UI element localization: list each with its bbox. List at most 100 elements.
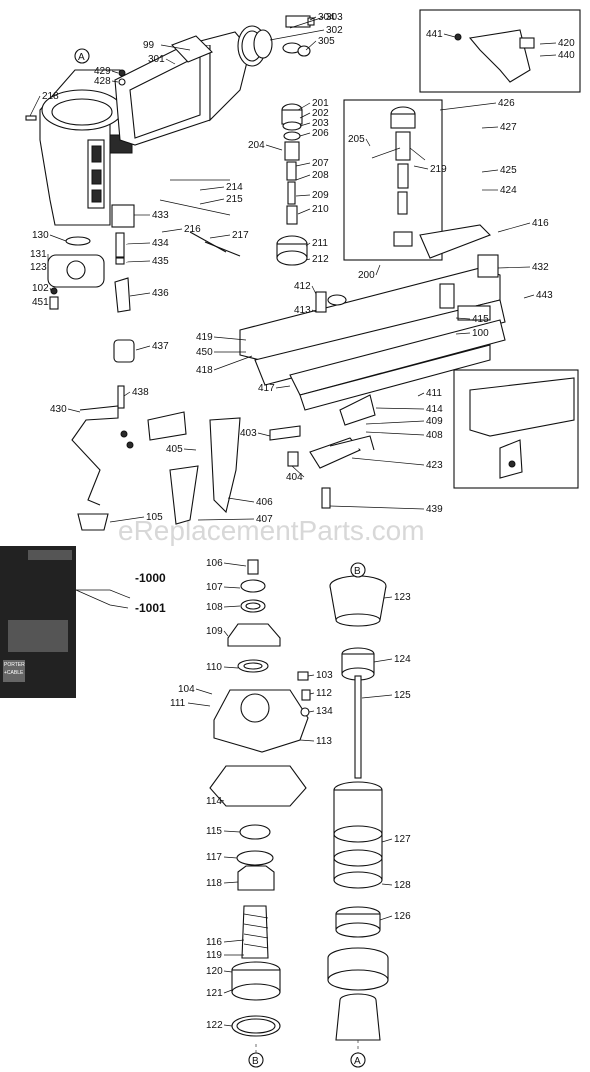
bracket-detail-box	[419, 9, 581, 93]
leader-line	[223, 562, 247, 567]
leader-line	[295, 174, 311, 181]
part-number-438: 438	[132, 387, 149, 398]
part-number-424: 424	[500, 185, 517, 196]
part-number-407: 407	[256, 514, 273, 525]
leader-line	[123, 391, 131, 397]
leader-line	[67, 408, 81, 413]
part-number-432: 432	[532, 262, 549, 273]
part-number-430: 430	[50, 404, 67, 415]
part-number-206: 206	[312, 128, 329, 139]
part-number-108: 108	[206, 602, 223, 613]
leader-line	[381, 883, 393, 886]
leader-line	[305, 258, 311, 261]
callout-b-top: B	[350, 562, 366, 578]
magazine-rail	[239, 224, 506, 426]
part-number-412: 412	[294, 281, 311, 292]
leader-line	[165, 58, 176, 65]
leader-line	[111, 80, 119, 83]
leader-line	[417, 392, 425, 397]
leader-line	[223, 630, 229, 637]
part-number-110: 110	[206, 662, 222, 673]
part-number-304: 304	[318, 12, 335, 23]
leader-line	[291, 465, 305, 478]
handle-grip	[114, 31, 251, 146]
part-number-125: 125	[394, 690, 411, 701]
part-number-119: 119	[206, 950, 222, 961]
part-number-450: 450	[196, 347, 213, 358]
part-number-118: 118	[206, 878, 222, 889]
part-number-219: 219	[430, 164, 447, 175]
leader-line	[299, 132, 311, 137]
part-number-116: 116	[206, 937, 222, 948]
leader-line	[223, 856, 238, 859]
part-number-105: 105	[146, 512, 163, 523]
leader-line	[129, 292, 151, 297]
leader-line	[365, 138, 371, 147]
leader-line	[481, 169, 499, 173]
leader-line	[199, 186, 225, 191]
callout-b-bottom: B	[248, 1052, 264, 1068]
leader-line	[373, 658, 393, 663]
svg-text:B: B	[354, 566, 361, 577]
leader-line	[223, 666, 239, 669]
leader-line	[297, 208, 311, 215]
part-number-107: 107	[206, 582, 223, 593]
leader-line	[295, 194, 311, 197]
leader-line	[223, 970, 233, 973]
leader-line	[299, 739, 315, 742]
part-number-120: 120	[206, 966, 223, 977]
part-number-416: 416	[532, 218, 549, 229]
leader-line	[197, 518, 255, 521]
leader-line	[309, 16, 317, 21]
leader-line	[299, 122, 311, 127]
part-number-418: 418	[196, 365, 213, 376]
leader-line	[365, 420, 425, 425]
part-number-109: 109	[206, 626, 223, 637]
svg-text:B: B	[252, 1056, 259, 1067]
leader-line	[199, 198, 225, 205]
leader-line	[381, 838, 393, 843]
part-number-104: 104	[178, 684, 195, 695]
part-number-408: 408	[426, 430, 443, 441]
leader-line	[213, 336, 247, 341]
svg-text:A: A	[78, 52, 85, 63]
part-number-433: 433	[152, 210, 169, 221]
part-number-415: 415	[472, 314, 489, 325]
leader-line	[289, 16, 325, 29]
part-number-106: 106	[206, 558, 223, 569]
watermark: eReplacementParts.com	[118, 515, 425, 546]
part-number-207: 207	[312, 158, 329, 169]
leader-line	[223, 830, 241, 833]
part-number-208: 208	[312, 170, 329, 181]
leader-line	[265, 144, 283, 151]
part-number-434: 434	[152, 238, 169, 249]
valve-detail-box	[343, 99, 443, 261]
leader-line	[455, 332, 471, 335]
part-number-200: 200	[358, 270, 375, 281]
leader-line	[29, 95, 41, 117]
leader-line	[49, 287, 52, 292]
leader-line	[187, 702, 211, 707]
leader-line	[365, 431, 425, 436]
part-number-111: 111	[170, 698, 186, 709]
leader-line	[183, 448, 197, 451]
part-number-437: 437	[152, 341, 169, 352]
leader-line	[375, 407, 425, 410]
leader-line	[439, 102, 497, 111]
part-number-441: 441	[426, 29, 443, 40]
leader-line	[413, 165, 429, 170]
part-number-100: 100	[472, 328, 489, 339]
part-number-127: 127	[394, 834, 411, 845]
part-number-443: 443	[536, 290, 553, 301]
kit-number-1001: -1001	[135, 601, 166, 615]
leader-line	[309, 692, 315, 695]
part-number-204: 204	[248, 140, 265, 151]
leader-line	[125, 242, 151, 245]
part-number-217: 217	[232, 230, 249, 241]
part-number-126: 126	[394, 911, 411, 922]
leader-line	[305, 40, 317, 51]
part-number-211: 211	[312, 238, 328, 249]
leader-line	[308, 710, 315, 713]
leader-line	[227, 497, 255, 503]
part-number-103: 103	[316, 670, 333, 681]
